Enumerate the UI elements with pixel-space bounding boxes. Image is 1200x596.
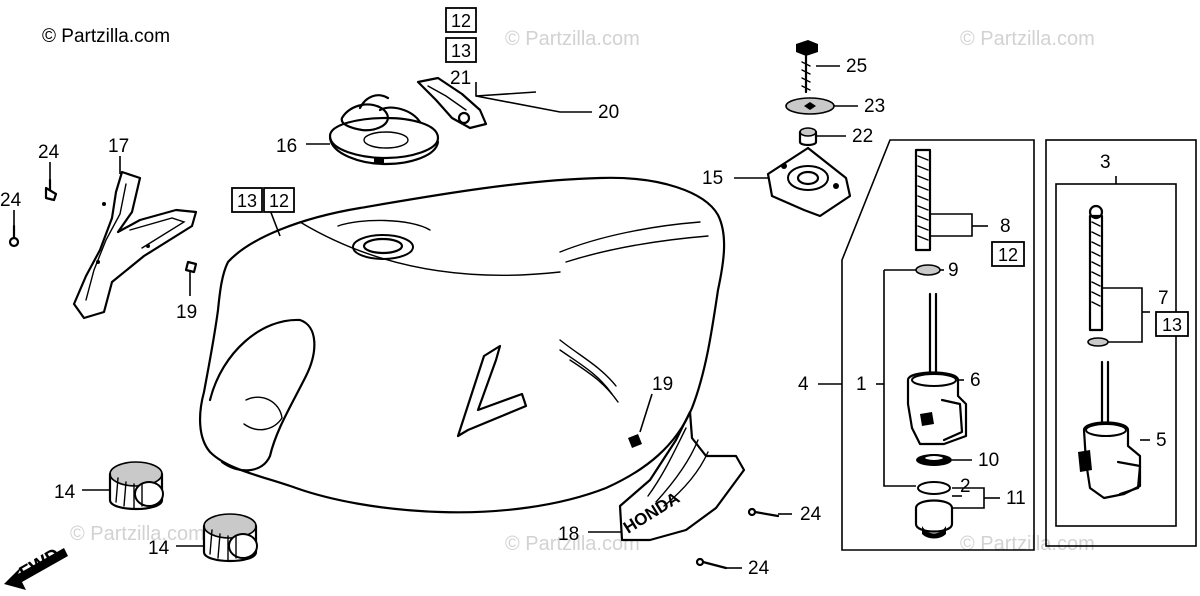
screw[interactable] [44,178,58,202]
emblem-text: HONDA [620,488,683,537]
callout-19: 19 [176,302,197,323]
alt-fuel-cock-frame [1045,139,1197,547]
valve-gasket[interactable] [916,454,952,466]
tank-emblem[interactable]: HONDA [618,410,746,542]
ref-box-13: 13 [451,41,471,61]
watermark-text: © Partzilla.com [505,28,640,50]
cap-gasket[interactable] [416,76,488,130]
ref-box-13: 13 [237,191,257,211]
screw[interactable] [695,557,728,570]
collar[interactable] [798,127,818,147]
callout-15: 15 [702,168,723,189]
callout-1: 1 [856,374,867,395]
callout-6: 6 [970,370,981,391]
screw[interactable] [747,507,780,518]
callout-3: 3 [1100,152,1111,173]
bolt[interactable] [796,40,818,94]
callouts: 16 21 20 25 23 22 15 17 24 24 19 14 14 1… [0,56,1169,579]
clip[interactable] [184,260,198,274]
fuel-strainer[interactable] [914,148,932,252]
callout-23: 23 [864,96,885,117]
callout-5: 5 [1156,430,1167,451]
screw[interactable] [8,224,20,248]
fuel-strainer[interactable] [1088,204,1104,332]
watermarks: © Partzilla.com © Partzilla.com © Partzi… [70,28,1095,555]
callout-19: 19 [652,374,673,395]
reference-boxes: 12 13 13 12 12 13 [231,7,1189,337]
callout-8: 8 [1000,216,1011,237]
filler-cap[interactable] [328,94,440,166]
ref-box-12: 12 [998,245,1018,265]
copyright-notice: © Partzilla.com [42,26,170,47]
ref-box-12: 12 [451,11,471,31]
watermark-text: © Partzilla.com [960,533,1095,555]
callout-4: 4 [798,374,809,395]
watermark-text: © Partzilla.com [70,523,205,545]
forward-direction-arrow: FWD [4,545,68,590]
callout-18: 18 [558,524,579,545]
callout-9: 9 [948,260,959,281]
ref-box-13: 13 [1162,315,1182,335]
callout-21: 21 [450,68,471,89]
callout-24: 24 [38,142,60,163]
callout-24: 24 [0,190,22,211]
fwd-label: FWD [16,545,64,585]
tank-cushion[interactable] [108,461,164,510]
callout-16: 16 [276,136,297,157]
watermark-text: © Partzilla.com [960,28,1095,50]
callout-14: 14 [148,538,170,559]
leader-lines [13,65,1150,569]
fuel-valve[interactable] [1078,360,1142,500]
watermark-text: © Partzilla.com [505,533,640,555]
fuel-valve[interactable] [906,292,968,446]
callout-24: 24 [748,558,770,579]
tank-cushion[interactable] [202,513,258,562]
washer[interactable] [785,97,835,115]
callout-24: 24 [800,504,822,525]
callout-17: 17 [108,136,129,157]
callout-14: 14 [54,482,76,503]
ref-box-12: 12 [269,191,289,211]
o-ring[interactable] [1087,337,1109,347]
alt-fuel-cock-inner-frame [1055,183,1177,527]
fuel-tank[interactable] [198,176,726,514]
callout-22: 22 [852,126,873,147]
callout-10: 10 [978,450,999,471]
callout-20: 20 [598,102,619,123]
callout-11: 11 [1006,488,1026,509]
fuel-cock-frame [841,139,1035,551]
clip[interactable] [628,434,642,448]
fuel-cock-bracket[interactable] [766,146,852,218]
callout-25: 25 [846,56,867,77]
knee-grip-rubber[interactable] [72,170,198,320]
o-ring[interactable] [915,264,941,276]
sediment-cup[interactable] [914,481,954,539]
callout-2: 2 [960,476,971,497]
callout-7: 7 [1158,288,1169,309]
